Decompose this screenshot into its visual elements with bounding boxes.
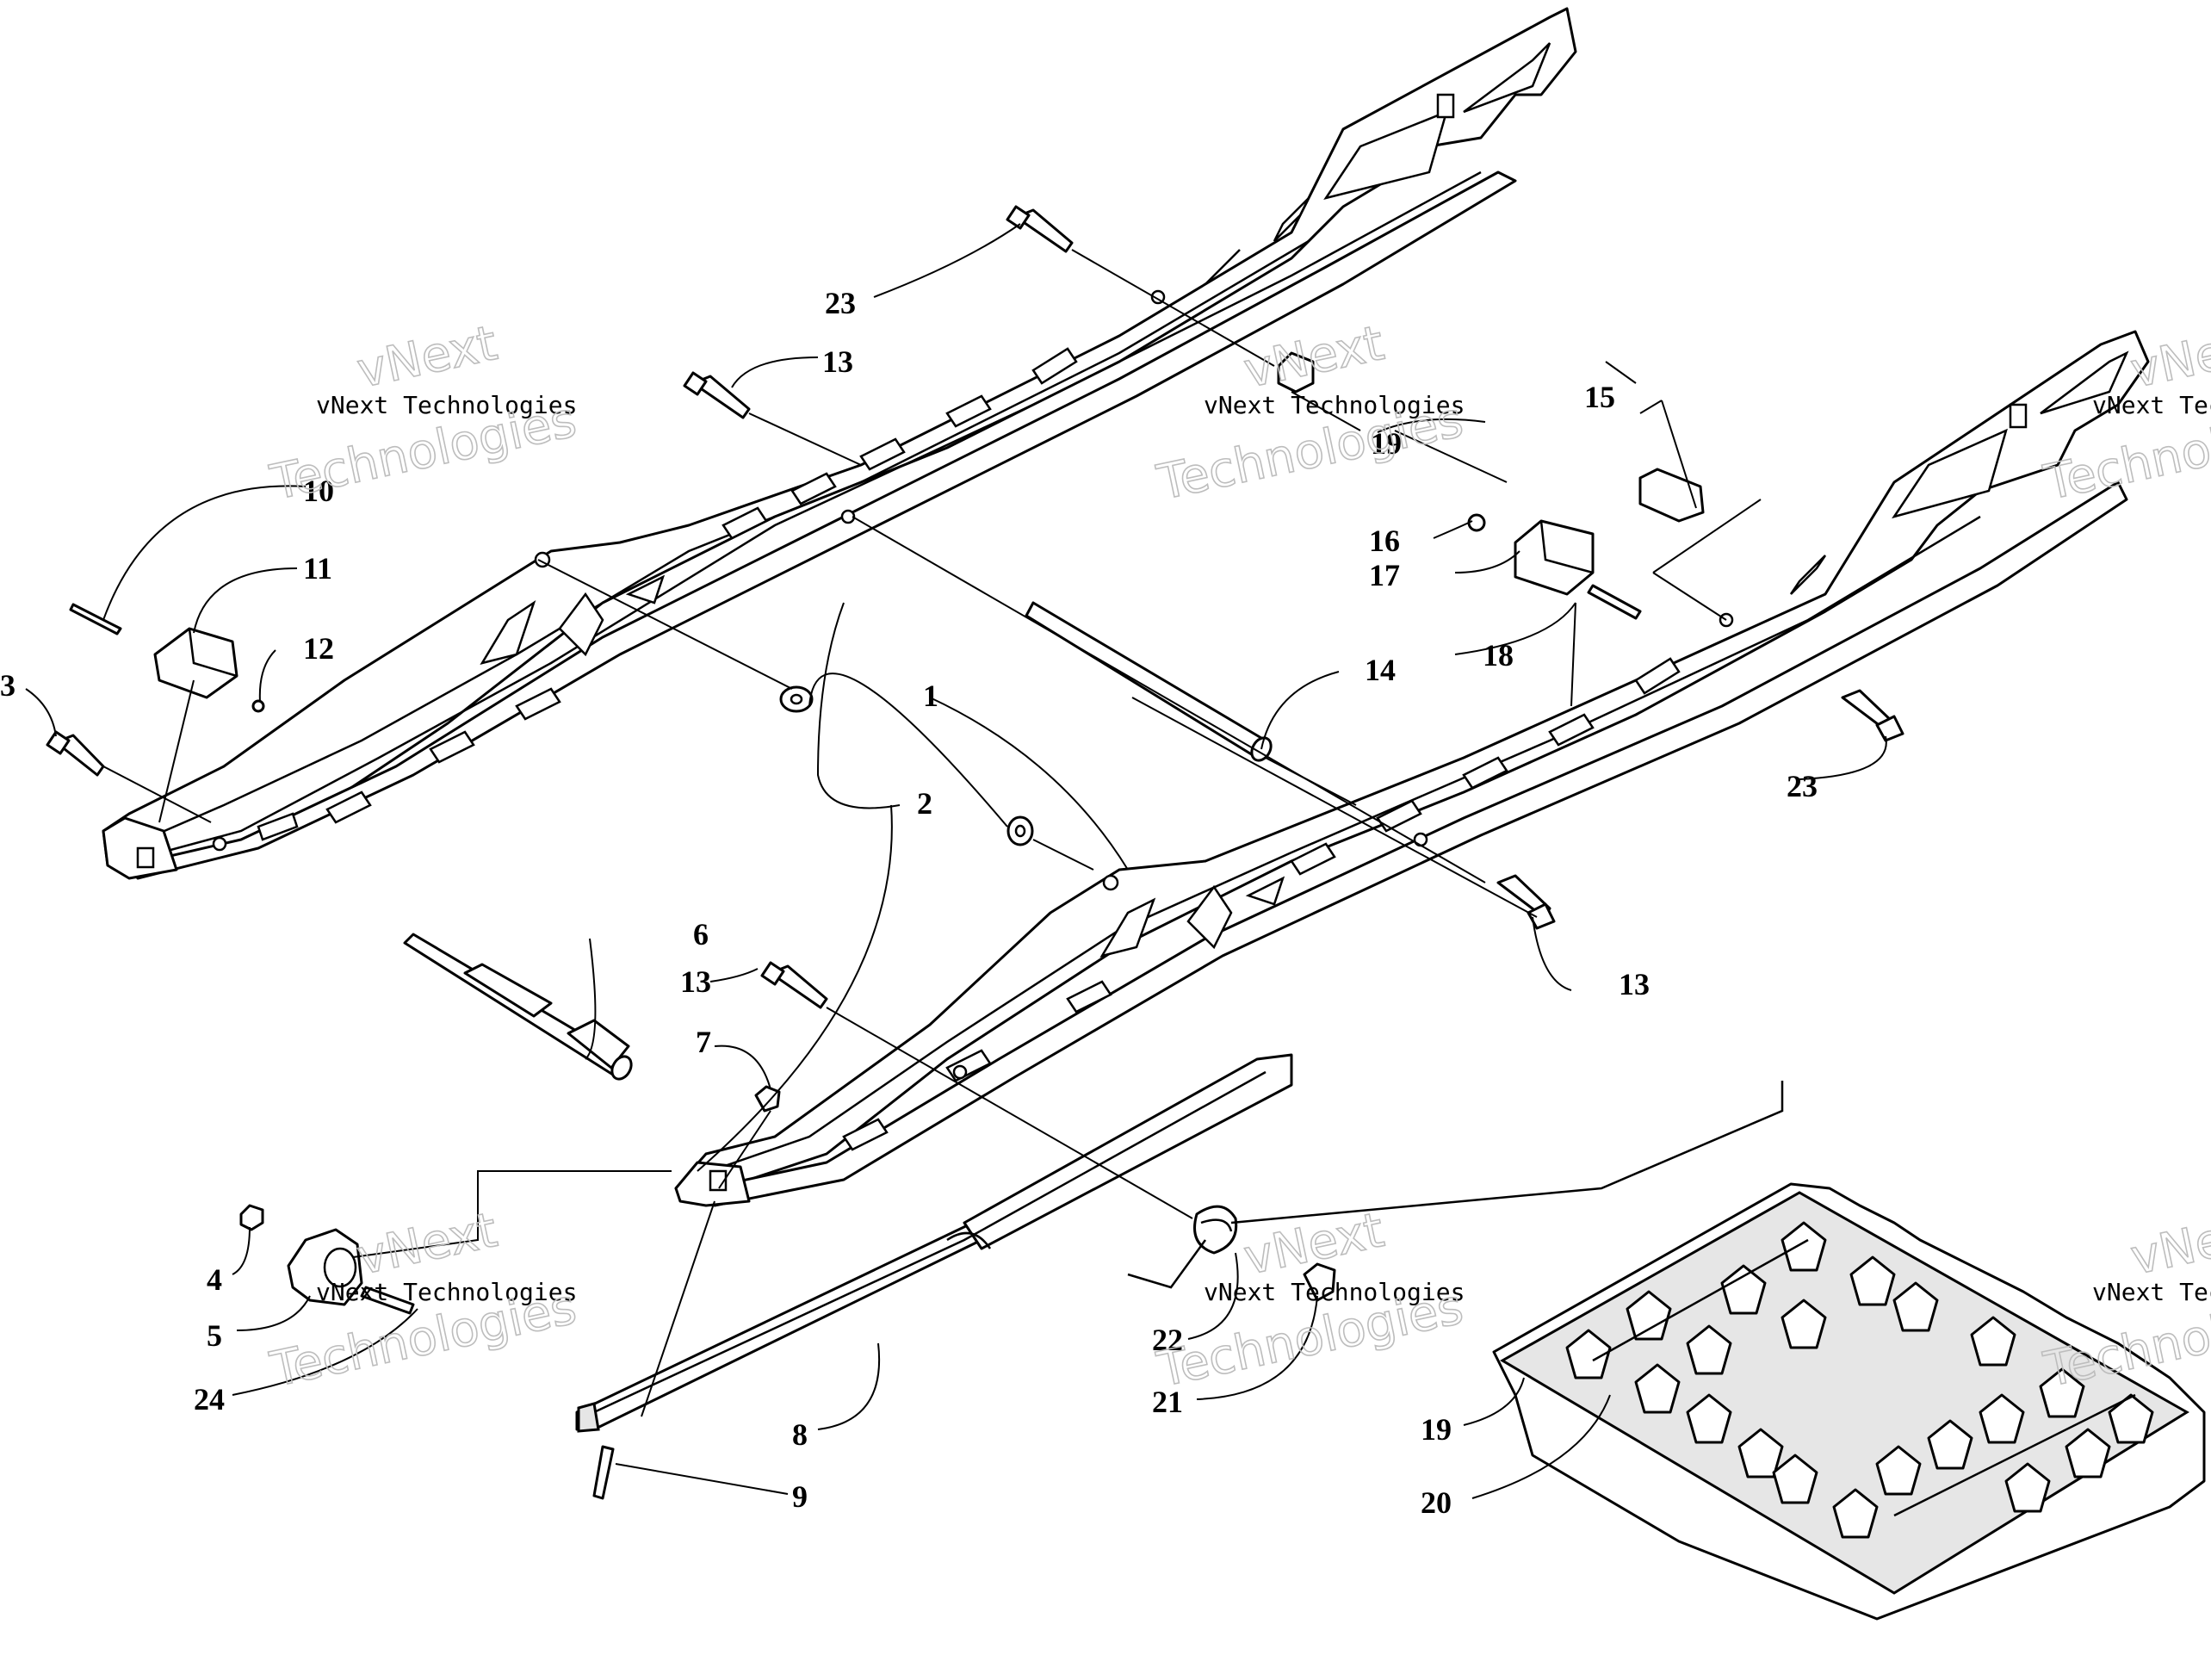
- watermark-big-3a: vNext: [2126, 315, 2211, 400]
- watermarks: vNext Technologies vNext Technologies vN…: [265, 314, 2211, 1398]
- track-lugs: [1565, 1221, 2154, 1539]
- callout-11: 11: [303, 551, 332, 586]
- callout-17: 17: [1369, 558, 1400, 592]
- callout-13-mid: 13: [680, 964, 711, 999]
- callout-21: 21: [1152, 1385, 1183, 1419]
- watermark-big-4a: vNext: [352, 1202, 502, 1286]
- callout-5: 5: [207, 1318, 222, 1353]
- callout-13-top: 13: [822, 344, 853, 379]
- hardware: [46, 205, 1904, 1500]
- callout-10: 10: [303, 474, 334, 508]
- rear-axle: [403, 933, 633, 1081]
- left-slide-rail: [102, 7, 1577, 880]
- callout-4: 4: [207, 1262, 222, 1297]
- callout-14: 14: [1365, 653, 1396, 687]
- callout-2: 2: [917, 786, 932, 821]
- watermark-text-1: vNext Technologies: [316, 391, 577, 419]
- callout-15: 15: [1584, 380, 1615, 414]
- callout-23-top: 23: [825, 286, 856, 320]
- watermark-text-5: vNext Technologies: [1204, 1278, 1465, 1306]
- wear-strip: [575, 1053, 1293, 1433]
- callout-3: 3: [0, 668, 15, 703]
- callout-19-top: 19: [1371, 426, 1402, 461]
- watermark-text-2: vNext Technologies: [1204, 391, 1465, 419]
- callout-19: 19: [1421, 1412, 1452, 1447]
- watermark-big-1a: vNext: [352, 315, 502, 400]
- callout-9: 9: [792, 1479, 808, 1514]
- callout-1: 1: [923, 679, 938, 713]
- watermark-text-4: vNext Technologies: [316, 1278, 577, 1306]
- callout-16: 16: [1369, 524, 1400, 558]
- callout-20: 20: [1421, 1485, 1452, 1520]
- callout-labels: 23 13 10 11 12 3 1 2 14 15 16 17 18 19 2…: [0, 286, 1818, 1520]
- callout-23-right: 23: [1787, 769, 1818, 803]
- right-slide-rail: [674, 330, 2150, 1207]
- callout-6: 6: [693, 917, 709, 952]
- callout-24: 24: [194, 1382, 225, 1417]
- callout-13-right: 13: [1619, 967, 1650, 1001]
- callout-7: 7: [696, 1025, 711, 1059]
- callout-8: 8: [792, 1417, 808, 1452]
- callout-12: 12: [303, 631, 334, 666]
- watermark-text-6: vNext Technologies: [2092, 1278, 2211, 1306]
- leader-lines: [25, 223, 1887, 1499]
- watermark-text-3: vNext Technologies: [2092, 391, 2211, 419]
- callout-18: 18: [1483, 638, 1514, 673]
- track: [1492, 1182, 2206, 1621]
- callout-22: 22: [1152, 1323, 1183, 1357]
- watermark-big-6a: vNext: [2126, 1202, 2211, 1286]
- cross-shaft: [1025, 601, 1273, 762]
